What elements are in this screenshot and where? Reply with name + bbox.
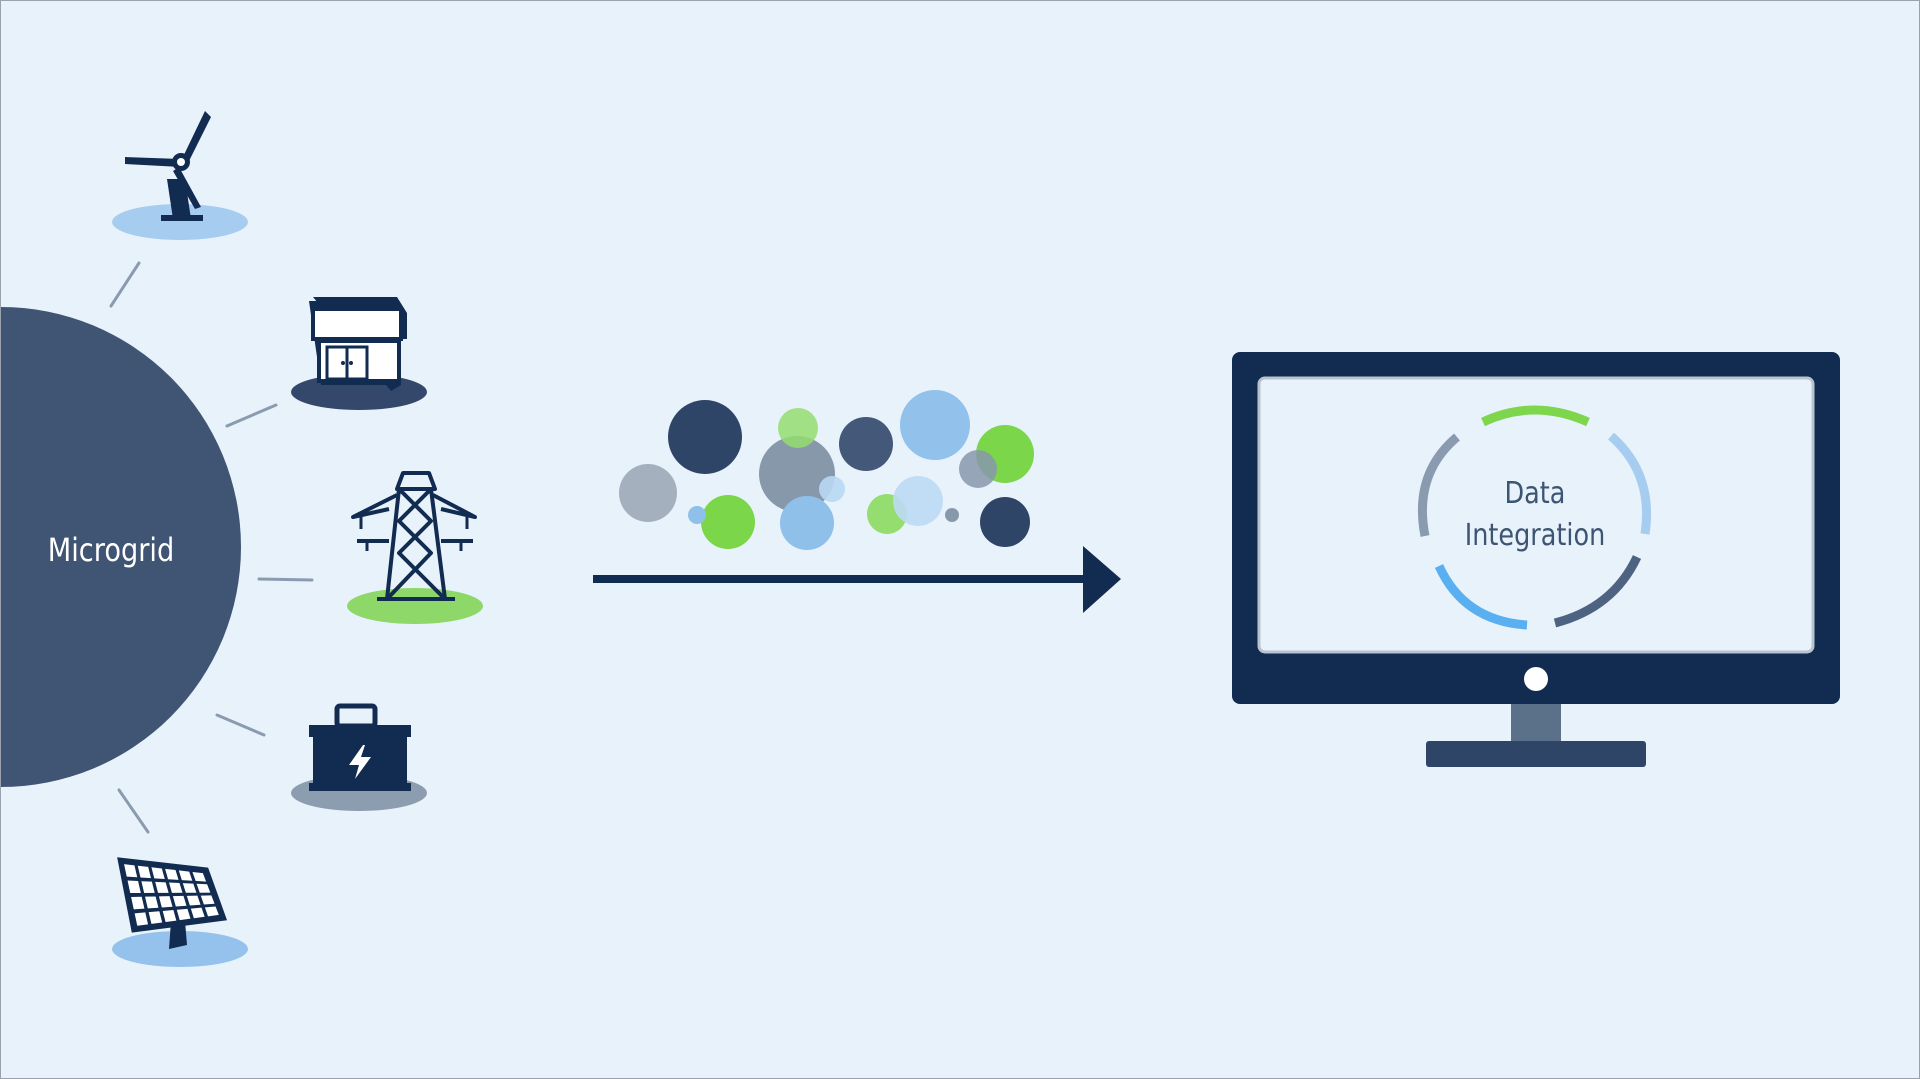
solar-cell xyxy=(124,864,138,878)
solar-cell xyxy=(151,867,165,879)
data-bubble xyxy=(668,400,742,474)
data-bubble xyxy=(900,390,970,460)
data-bubble xyxy=(701,495,755,549)
generator-cabinet-icon xyxy=(291,297,427,410)
solar-cell xyxy=(186,895,201,906)
data-bubble xyxy=(893,476,943,526)
solar-cell xyxy=(176,908,191,921)
data-bubble xyxy=(959,450,997,488)
ring-segment xyxy=(1553,555,1642,628)
integration-ring xyxy=(1417,405,1652,630)
connector-line xyxy=(117,788,150,834)
solar-cell xyxy=(162,910,177,923)
data-bubble xyxy=(778,408,818,448)
data-bubble xyxy=(945,508,959,522)
solar-panel-icon xyxy=(112,857,248,967)
data-bubble xyxy=(759,436,835,512)
solar-cell xyxy=(190,907,205,919)
monitor-icon xyxy=(1232,352,1840,767)
solar-cell xyxy=(127,880,141,894)
solar-cell xyxy=(204,906,219,917)
data-integration-label: Data Integration xyxy=(1450,473,1620,557)
solar-cell xyxy=(134,912,149,926)
data-bubble xyxy=(688,506,706,524)
solar-cell xyxy=(168,882,183,893)
solar-cell xyxy=(131,896,145,910)
solar-cell xyxy=(182,883,197,893)
solar-cell xyxy=(145,896,159,909)
monitor-screen xyxy=(1257,376,1815,654)
data-bubble xyxy=(819,476,845,502)
screen-label-line: Data xyxy=(1504,476,1566,511)
battery-icon xyxy=(291,703,427,811)
connector-line xyxy=(109,261,141,308)
data-bubble xyxy=(619,464,677,522)
ring-segment xyxy=(1607,432,1652,535)
power-pylon-icon xyxy=(347,471,483,624)
solar-cell xyxy=(155,881,169,893)
microgrid-hub xyxy=(1,307,241,787)
solar-cell xyxy=(192,871,207,882)
solar-cell xyxy=(196,883,211,893)
data-bubble xyxy=(780,496,834,550)
connector-line xyxy=(225,403,278,428)
data-bubble xyxy=(980,497,1030,547)
solar-cell xyxy=(141,881,155,893)
solar-cell xyxy=(137,865,151,879)
solar-cell xyxy=(172,895,187,907)
connector-line xyxy=(257,577,314,582)
ring-segment xyxy=(1481,405,1590,427)
connector-lines xyxy=(109,261,314,834)
solar-cell xyxy=(178,870,193,881)
screen-label-line: Integration xyxy=(1464,518,1606,553)
solar-cell xyxy=(148,911,163,924)
ring-segment xyxy=(1417,433,1460,537)
monitor-power-button xyxy=(1524,667,1548,691)
ring-segment xyxy=(1434,564,1528,630)
solar-cell xyxy=(158,896,173,908)
data-bubbles xyxy=(619,390,1034,550)
solar-cell xyxy=(200,895,215,905)
flow-arrow xyxy=(593,546,1121,613)
connector-line xyxy=(215,713,266,737)
solar-cell xyxy=(165,868,179,880)
data-bubble xyxy=(839,417,893,471)
microgrid-label: Microgrid xyxy=(47,531,175,569)
wind-turbine-icon xyxy=(112,111,248,240)
